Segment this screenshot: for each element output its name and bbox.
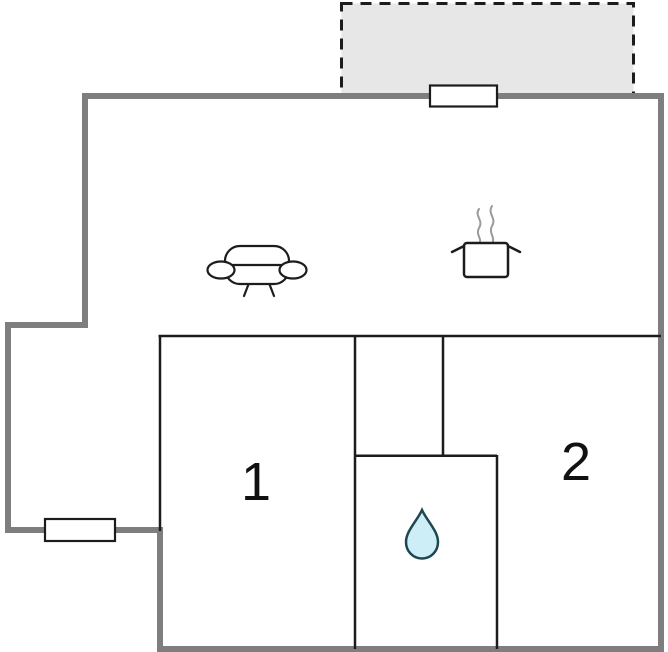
window-left	[43, 517, 117, 543]
water-drop-icon	[404, 506, 440, 560]
sofa-icon	[206, 244, 308, 298]
room-label-2: 2	[561, 432, 591, 492]
cooking-pot-icon	[450, 205, 522, 279]
interior-walls	[158, 334, 661, 649]
terrace-area	[340, 2, 635, 97]
window-top	[428, 84, 499, 108]
steam-line-right	[489, 205, 495, 245]
steam-line-left	[476, 208, 482, 246]
room-label-1: 1	[241, 452, 271, 512]
outer-walls	[5, 93, 664, 652]
